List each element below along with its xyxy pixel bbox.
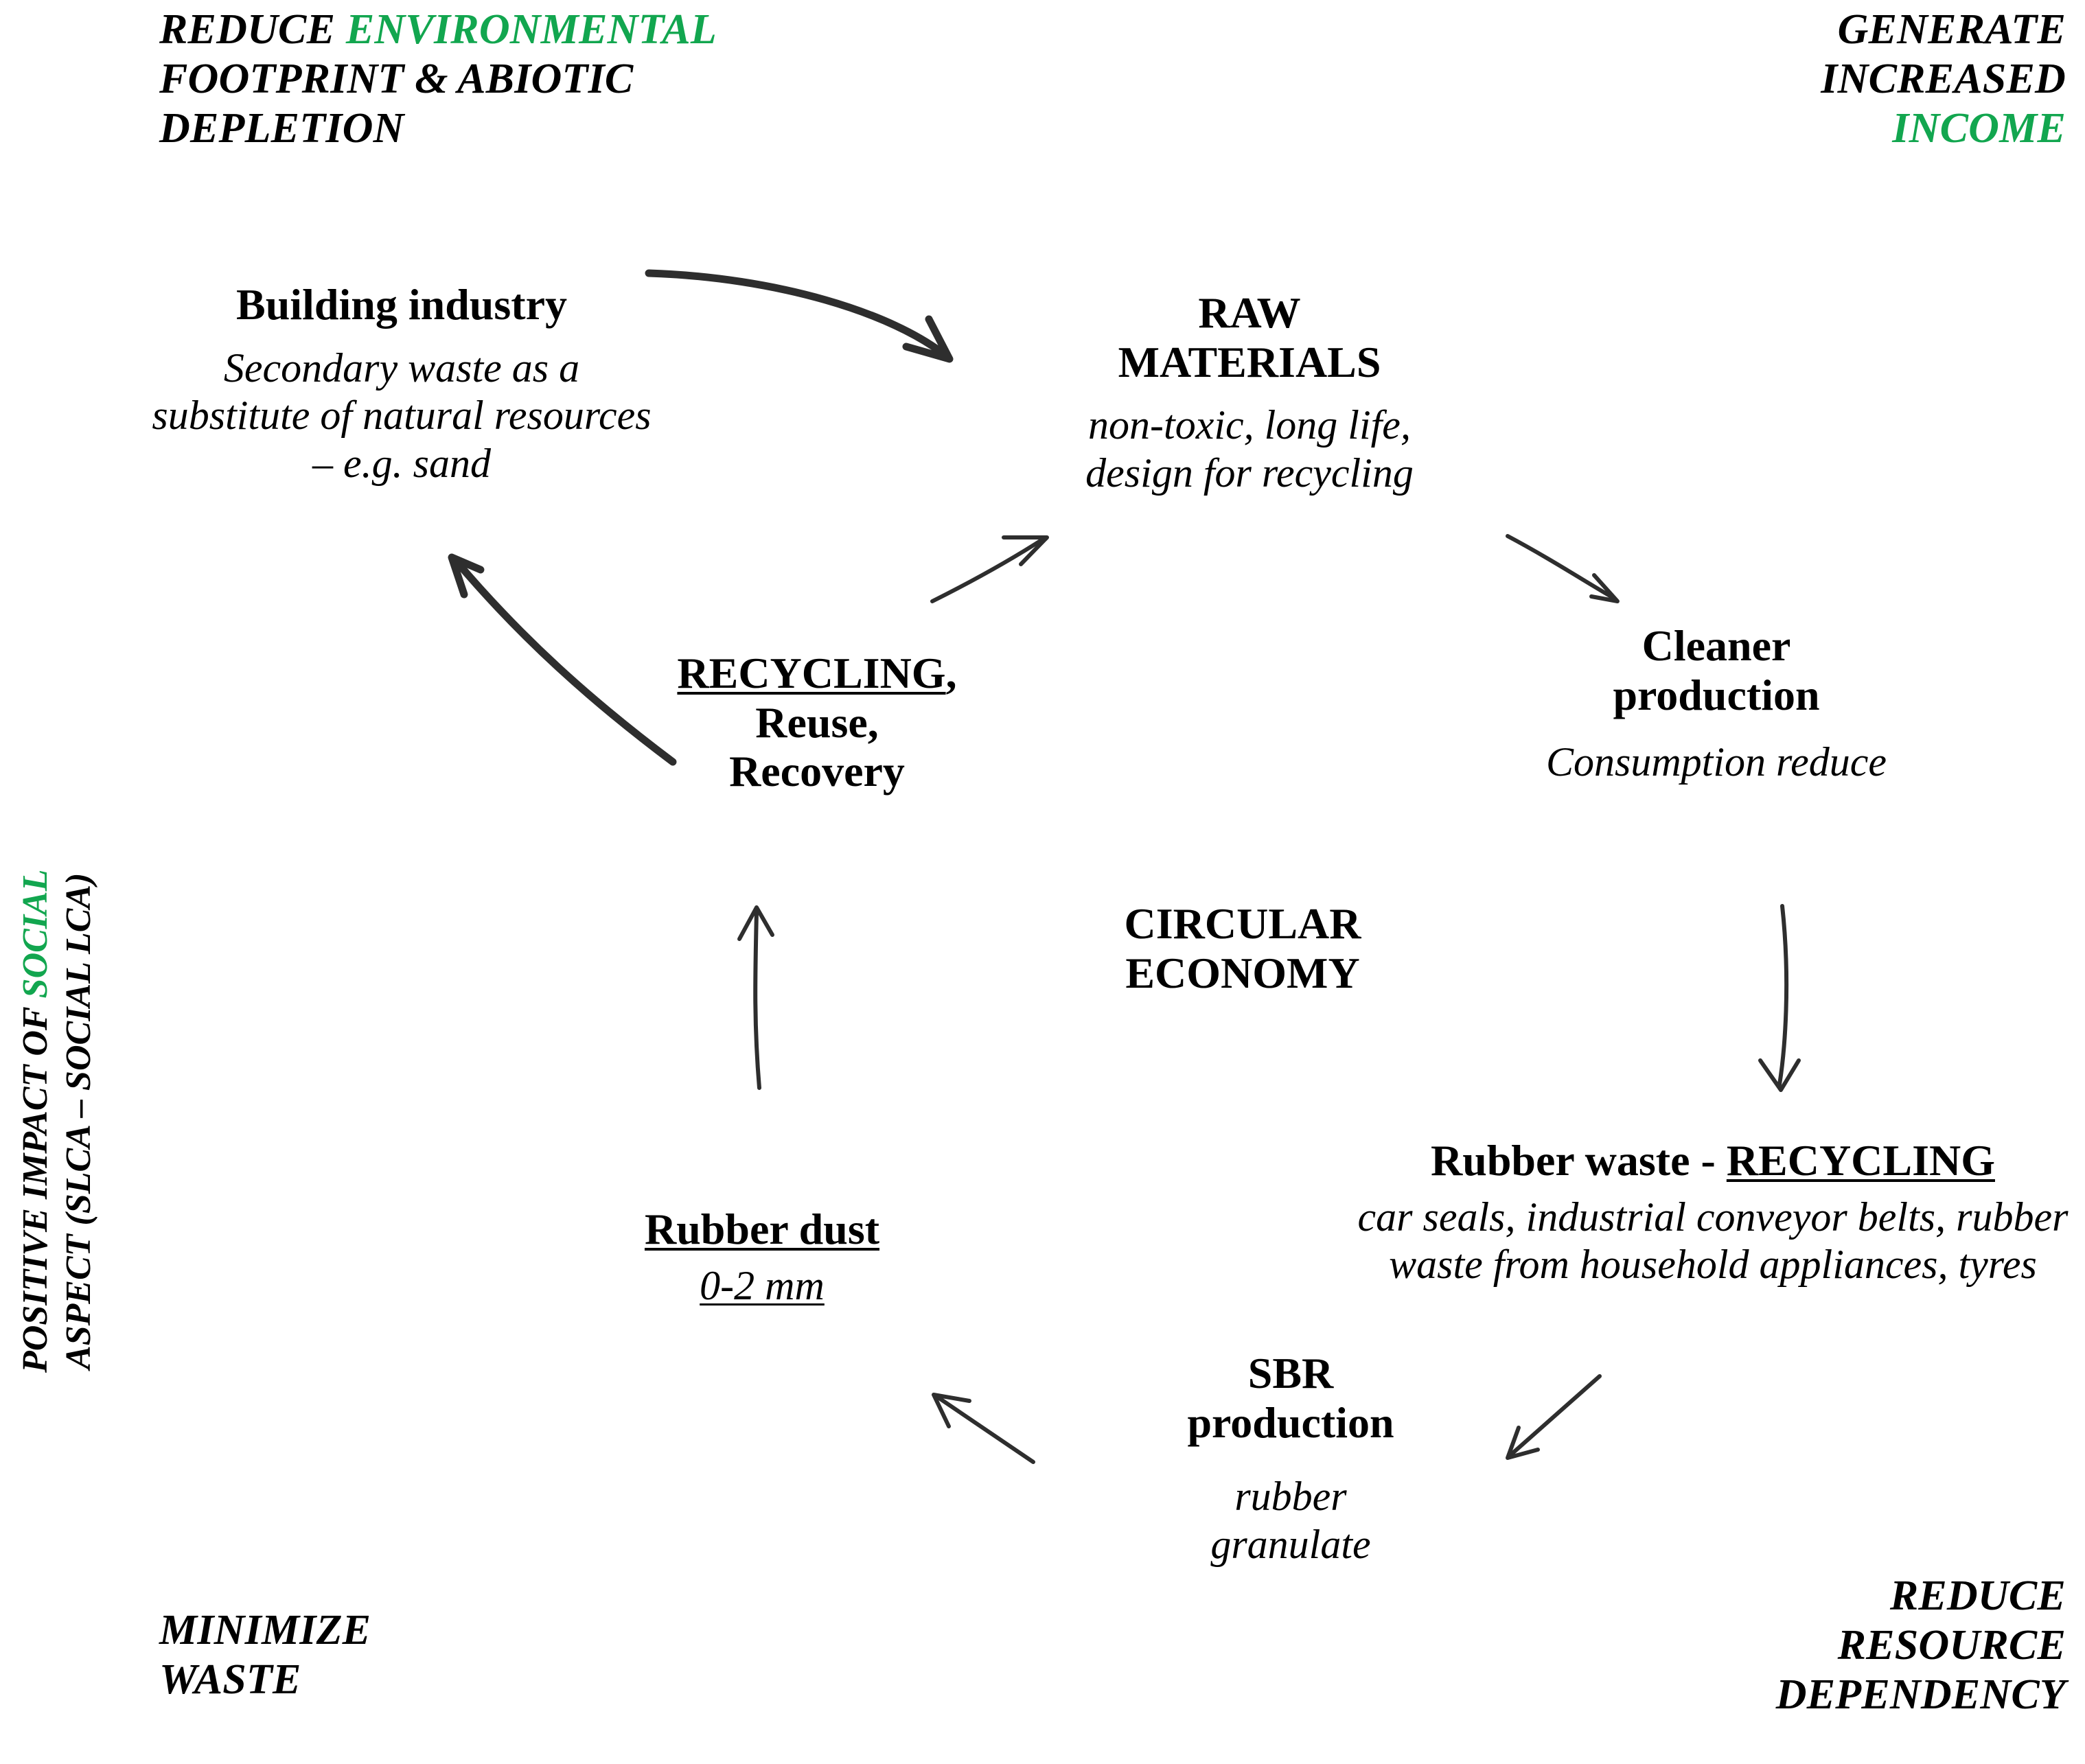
node-cleaner-production[interactable]: Cleaner production Consumption reduce xyxy=(1497,621,1936,787)
slogan-bottom-left: MINIMIZE WASTE xyxy=(159,1606,371,1705)
arrow-rubber-dust-to-recycling xyxy=(737,905,774,1090)
center-label-circular-economy: CIRCULAR ECONOMY xyxy=(1016,899,1469,997)
node-recycling-line2: Reuse, xyxy=(755,697,879,747)
side-label-line1-prefix: POSITIVE IMPACT OF xyxy=(16,998,55,1373)
arrow-cleaner-production-to-rubber-waste xyxy=(1758,904,1801,1092)
slogan-top-right-line2: INCREASED xyxy=(1821,55,2066,102)
node-raw-materials-title-line2: MATERIALS xyxy=(1118,337,1381,386)
node-cleaner-production-title-line2: production xyxy=(1613,670,1820,719)
node-sbr-production-title-line1: SBR xyxy=(1247,1349,1334,1397)
side-label-line1-accent: SOCIAL xyxy=(16,869,55,999)
arrow-rubber-waste-to-sbr-production xyxy=(1506,1374,1602,1460)
node-sbr-production-subtitle-line2: granulate xyxy=(1210,1521,1371,1567)
node-building-industry[interactable]: Building industry Secondary waste as a s… xyxy=(148,280,656,487)
center-label-line1: CIRCULAR xyxy=(1124,899,1361,948)
slogan-bottom-right: REDUCE RESOURCE DEPENDENCY xyxy=(1776,1572,2066,1720)
node-raw-materials-subtitle: non-toxic, long life, design for recycli… xyxy=(1085,402,1414,496)
node-rubber-waste-recycling[interactable]: Rubber waste - RECYCLING car seals, indu… xyxy=(1346,1136,2080,1289)
node-rubber-waste-recycling-title: Rubber waste - RECYCLING xyxy=(1346,1136,2080,1185)
arrow-sbr-production-to-rubber-dust xyxy=(932,1393,1035,1464)
node-sbr-production-title-line2: production xyxy=(1187,1397,1394,1447)
slogan-top-left-line1: REDUCE ENVIRONMENTAL xyxy=(159,5,717,55)
node-rubber-waste-recycling-subtitle: car seals, industrial conveyor belts, ru… xyxy=(1357,1194,2069,1288)
node-rubber-waste-recycling-title-plain: Rubber waste - xyxy=(1431,1136,1727,1185)
node-recycling-reuse-recovery[interactable]: RECYCLING, Reuse, Recovery xyxy=(625,649,1009,796)
node-sbr-production-subtitle-line1: rubber xyxy=(1234,1474,1347,1520)
node-raw-materials-title-line1: RAW xyxy=(1198,288,1301,337)
slogan-top-right-line1: GENERATE xyxy=(1837,6,2066,53)
slogan-top-left-line1-prefix: REDUCE xyxy=(159,6,346,53)
node-rubber-dust-subtitle: 0-2 mm xyxy=(604,1262,920,1310)
node-rubber-waste-recycling-title-underlined: RECYCLING xyxy=(1726,1136,1995,1185)
node-recycling-title-underlined: RECYCLING xyxy=(677,649,946,697)
node-building-industry-title: Building industry xyxy=(236,280,567,329)
arrow-recycling-to-raw-materials xyxy=(930,535,1049,603)
node-cleaner-production-title-line1: Cleaner xyxy=(1641,621,1791,670)
node-recycling-title: RECYCLING, xyxy=(625,649,1009,698)
slogan-bottom-right-line3: DEPENDENCY xyxy=(1775,1671,2066,1718)
center-label-line2: ECONOMY xyxy=(1125,948,1360,997)
node-building-industry-subtitle: Secondary waste as a substitute of natur… xyxy=(152,345,652,486)
node-raw-materials[interactable]: RAW MATERIALS non-toxic, long life, desi… xyxy=(1057,288,1442,498)
node-rubber-dust-subtitle-text: 0-2 mm xyxy=(700,1262,825,1308)
slogan-bottom-right-line2: RESOURCE xyxy=(1837,1621,2066,1669)
slogan-top-left: REDUCE ENVIRONMENTAL FOOTPRINT & ABIOTIC… xyxy=(159,5,717,154)
arrow-raw-materials-to-cleaner-production xyxy=(1506,534,1620,603)
side-label-line1: POSITIVE IMPACT OF SOCIAL xyxy=(14,870,57,1373)
slogan-top-right-line3: INCOME xyxy=(1892,104,2066,152)
node-sbr-production[interactable]: SBR production rubber granulate xyxy=(1105,1349,1476,1569)
slogan-bottom-right-line1: REDUCE xyxy=(1889,1572,2066,1619)
node-recycling-line3: Recovery xyxy=(729,747,905,796)
node-cleaner-production-subtitle: Consumption reduce xyxy=(1545,739,1887,785)
slogan-top-left-line2: FOOTPRINT & ABIOTIC xyxy=(159,55,634,102)
node-rubber-dust[interactable]: Rubber dust 0-2 mm xyxy=(604,1205,920,1310)
slogan-top-left-line1-accent: ENVIRONMENTAL xyxy=(345,6,717,53)
slogan-bottom-left-line2: WASTE xyxy=(159,1656,301,1703)
slogan-top-left-line3: DEPLETION xyxy=(159,104,404,152)
node-rubber-dust-title-text: Rubber dust xyxy=(644,1205,880,1253)
slogan-bottom-left-line1: MINIMIZE xyxy=(159,1607,371,1653)
arrow-building-industry-to-raw-materials xyxy=(645,269,954,363)
side-label-positive-social-impact: POSITIVE IMPACT OF SOCIAL ASPECT (SLCA –… xyxy=(14,870,101,1373)
slogan-top-right: GENERATE INCREASED INCOME xyxy=(1821,5,2066,154)
node-recycling-title-comma: , xyxy=(945,649,957,697)
node-rubber-dust-title: Rubber dust xyxy=(604,1205,920,1254)
side-label-line2: ASPECT (SLCA – SOCIAL LCA) xyxy=(59,872,99,1369)
